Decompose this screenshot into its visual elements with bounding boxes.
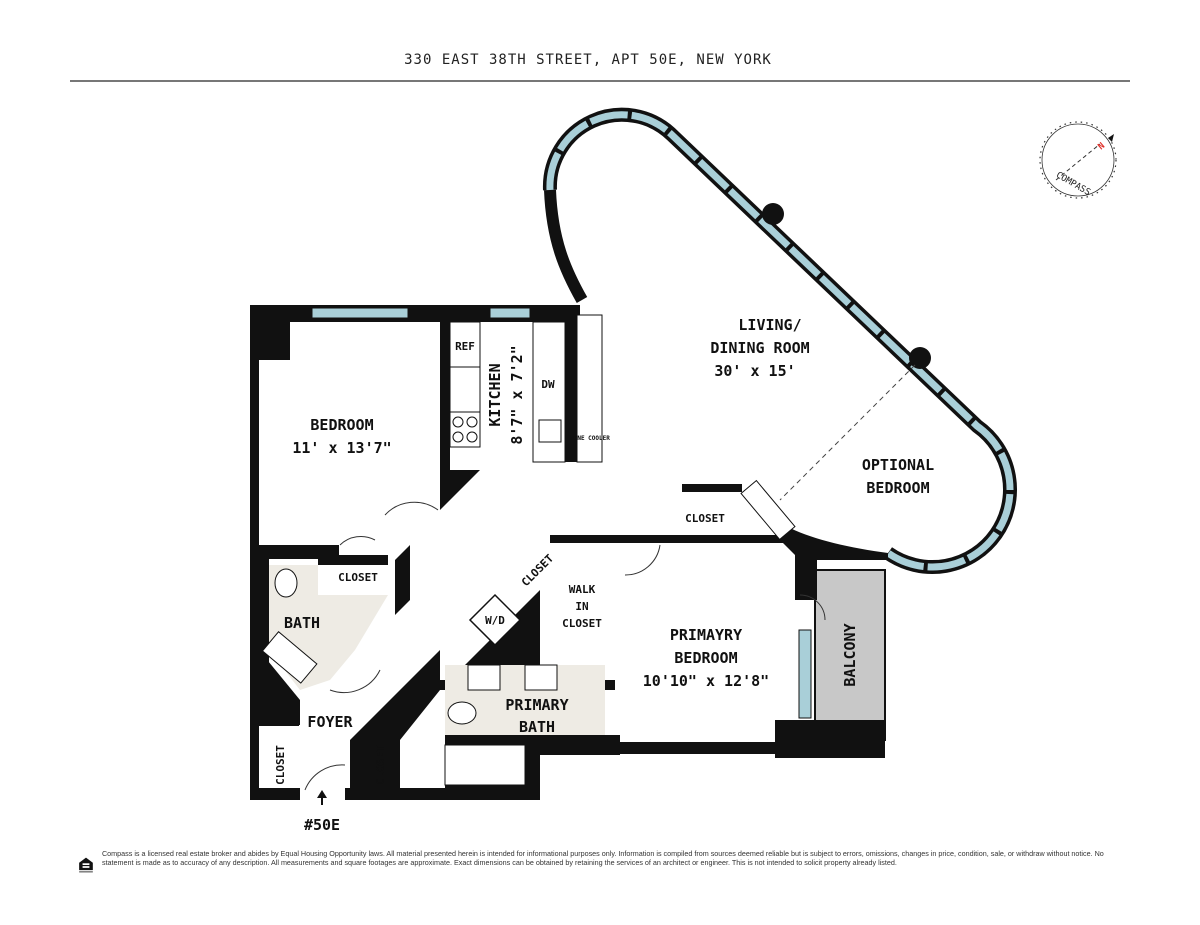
living-room-label-2: DINING ROOM [710,339,809,357]
door-swings [304,501,826,791]
bath-label: BATH [284,614,320,632]
window [311,307,409,319]
living-windows [546,111,1014,571]
optional-bedroom-label: OPTIONAL [862,456,934,474]
dishwasher-label: DW [541,378,555,391]
refrigerator-label: REF [455,340,475,353]
bedroom-dims: 11' x 13'7" [292,439,391,457]
bedroom-label: BEDROOM [310,416,373,434]
closet-label: CLOSET [274,745,287,785]
window [489,307,531,319]
optional-bedroom-label-2: BEDROOM [866,479,929,497]
wine-cooler-label: WINE COOLER [570,435,610,442]
unit-entry-label: #50E [304,816,340,834]
primary-bedroom-label: PRIMAYRY [670,626,742,644]
legal-disclaimer: Compass is a licensed real estate broker… [101,849,1104,867]
living-room-dims: 30' x 15' [714,362,795,380]
kitchen-dims: 8'7" x 7'2" [508,345,526,444]
walk-in-closet-label: WALK [569,583,596,596]
primary-bedroom-label-2: BEDROOM [674,649,737,667]
column [909,347,931,369]
kitchen-label: KITCHEN [486,363,504,426]
footer: Compass is a licensed real estate broker… [78,849,1128,880]
address-title: 330 EAST 38TH STREET, APT 50E, NEW YORK [404,52,772,68]
north-label: N [1097,141,1108,152]
living-room-label: LIVING/ [738,316,801,334]
closet-label: CLOSET [685,512,725,525]
washer-dryer-label: W/D [485,614,505,627]
header-divider [70,80,1130,82]
primary-bedroom-dims: 10'10" x 12'8" [643,672,769,690]
walk-in-closet-label-2: IN [575,600,588,613]
primary-bath-label-2: BATH [519,718,555,736]
walk-in-closet-label-3: CLOSET [562,617,602,630]
column [762,203,784,225]
closet-label: CLOSET [519,552,557,590]
balcony-label: BALCONY [841,623,859,686]
foyer-label: FOYER [307,713,353,731]
closet-label: CLOSET [374,745,387,785]
window [798,629,812,719]
closet-label: CLOSET [338,571,378,584]
primary-bath-label: PRIMARY [505,696,568,714]
compass-icon: N COMPASS [1039,121,1117,199]
equal-housing-opportunity-icon [79,857,93,873]
